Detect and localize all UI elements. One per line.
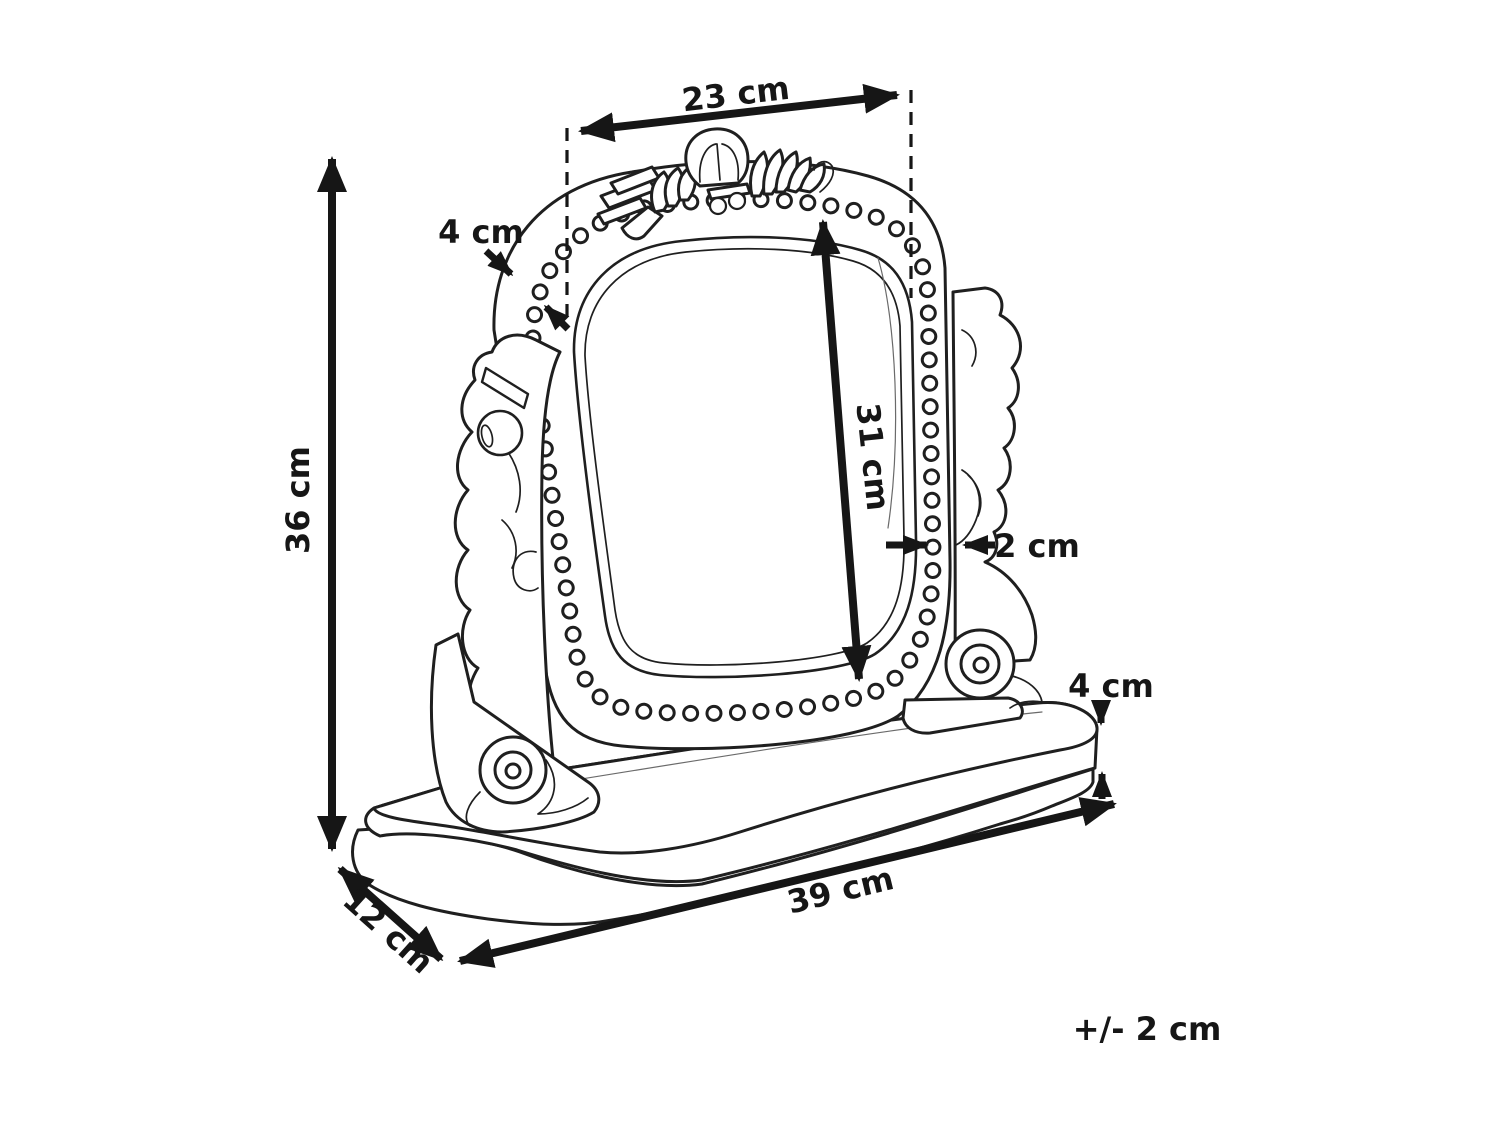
dim-frame-thickness: 4 cm <box>438 213 571 332</box>
dim-base-height: 4 cm <box>1068 667 1154 799</box>
label-base-height: 4 cm <box>1068 667 1154 705</box>
right-foot-pad <box>901 696 1024 735</box>
swivel-knob-highlight <box>480 424 494 448</box>
label-frame-thickness: 4 cm <box>438 213 524 251</box>
arrow-31cm <box>810 219 872 682</box>
arrow-39cm <box>457 797 1117 968</box>
crest-shell-arches <box>698 143 740 183</box>
right-support-carving <box>955 329 982 546</box>
right-scroll-volute <box>944 628 1043 709</box>
pointer-outer <box>483 248 514 277</box>
swivel-knob <box>476 409 524 457</box>
right-support-arm <box>951 286 1038 667</box>
left-support-arm <box>453 333 562 814</box>
crest-berry <box>727 191 747 211</box>
crest-ornament <box>596 127 835 241</box>
crest-petal <box>798 162 826 194</box>
mirror-bevel <box>584 247 905 666</box>
arrow-12cm <box>337 866 444 962</box>
pointer-inner <box>543 304 571 332</box>
scroll-lip <box>1009 675 1043 709</box>
dim-frame-edge: 2 cm <box>886 527 1080 565</box>
crest-end-curl <box>813 160 835 193</box>
mirror-reflection-line <box>877 257 897 529</box>
swivel-clamp <box>480 366 530 410</box>
dim-mirror-width: 23 cm <box>565 69 913 318</box>
left-support-carving <box>501 451 539 592</box>
label-total-height: 36 cm <box>279 446 317 554</box>
tolerance-note: +/- 2 cm <box>1073 1010 1222 1048</box>
arrow-23cm <box>578 83 900 143</box>
label-frame-edge: 2 cm <box>994 527 1080 565</box>
crest-berry <box>708 196 728 216</box>
scroll-eye <box>504 762 522 780</box>
right-support <box>901 286 1043 735</box>
scroll-eye <box>972 656 990 674</box>
dim-total-height: 36 cm <box>279 156 347 852</box>
crest-chevron-leaf <box>620 205 664 241</box>
left-scroll-volute <box>465 735 589 827</box>
